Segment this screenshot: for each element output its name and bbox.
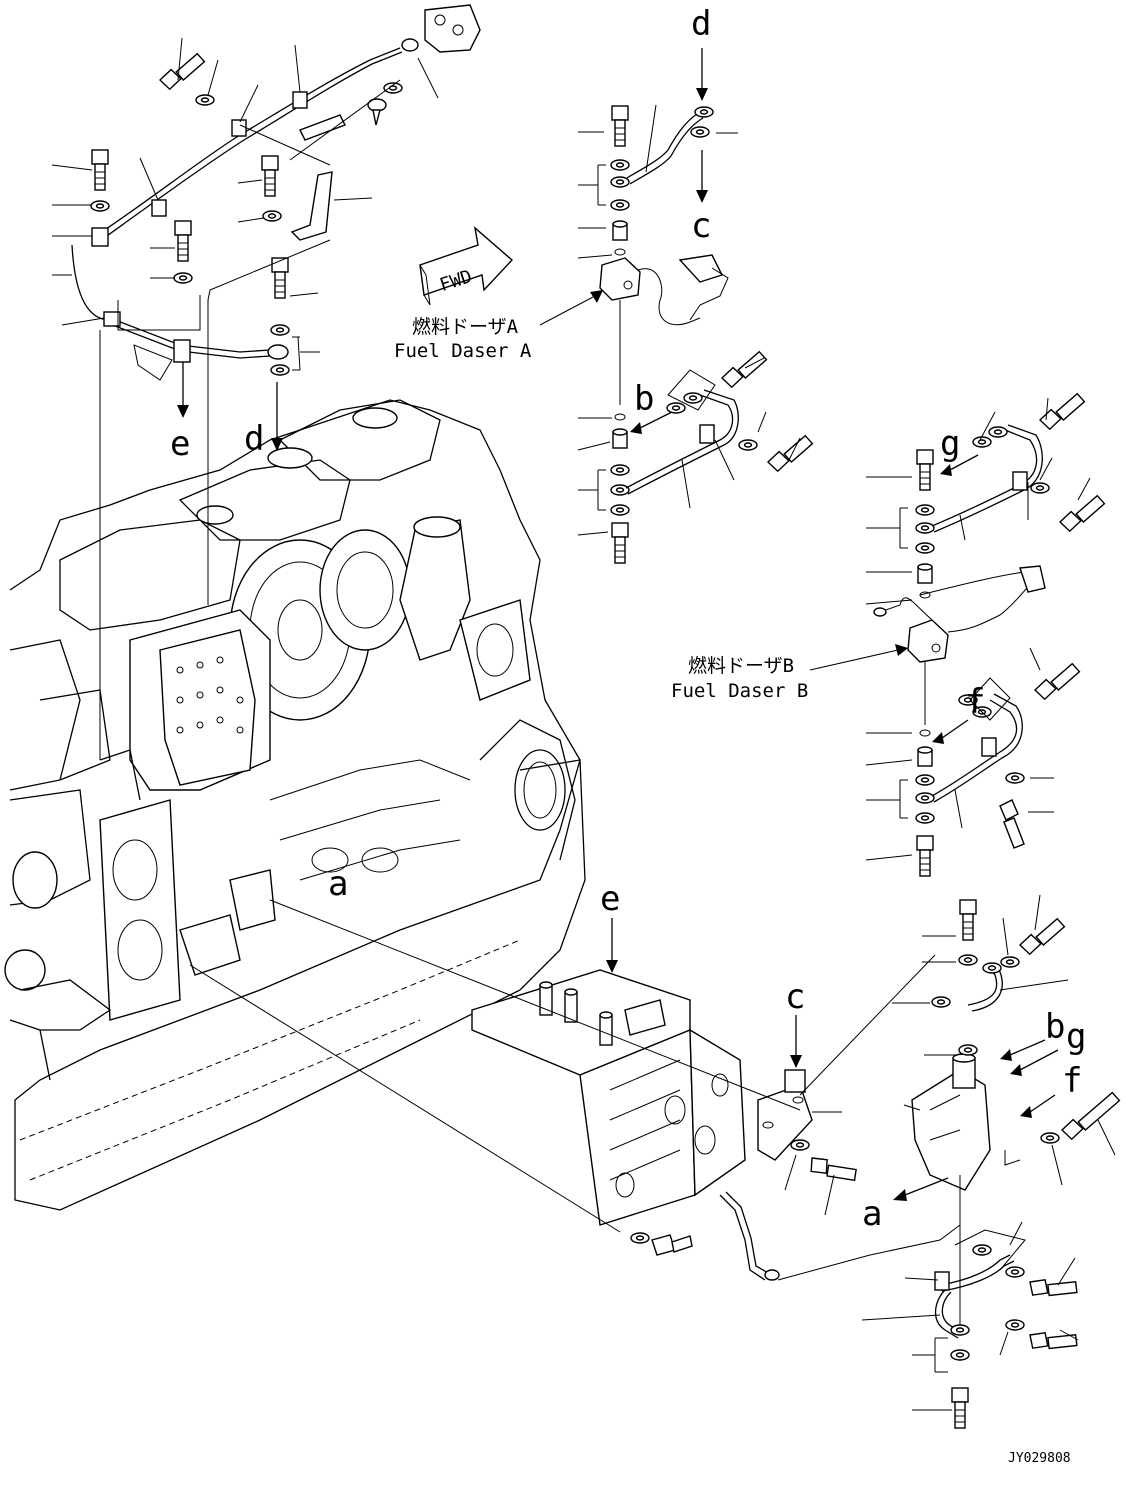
fuel-doser-b-assembly (809, 391, 1110, 877)
callout-b-upper: b (634, 379, 654, 419)
callout-b-lower: b (1045, 1007, 1065, 1047)
callout-letters: e d d c b g f a e c b g f a (170, 4, 1086, 1234)
fuel-doser-b-en-label: Fuel Daser B (671, 680, 808, 702)
callout-f-upper: f (965, 682, 985, 722)
valve-block-assembly (189, 918, 746, 1256)
callout-g-lower: g (1066, 1017, 1086, 1057)
callout-e-block: e (600, 879, 620, 919)
callout-c-lower: c (785, 977, 805, 1017)
lower-bracket-assembly (269, 894, 1121, 1429)
callout-d-upper: d (691, 4, 711, 44)
drawing-code: JY029808 (1008, 1451, 1071, 1466)
engine-assembly (4, 399, 586, 1211)
callout-a-engine: a (328, 864, 348, 904)
fuel-doser-a-jp-label: 燃料ドーザA (412, 316, 519, 338)
callout-d-engine: d (244, 419, 264, 459)
fuel-doser-a-en-label: Fuel Daser A (394, 340, 532, 362)
callout-e-hose: e (170, 424, 190, 464)
captions: 燃料ドーザA Fuel Daser A 燃料ドーザB Fuel Daser B … (394, 316, 1071, 1466)
fuel-doser-b-jp-label: 燃料ドーザB (688, 655, 794, 677)
callout-f-lower: f (1062, 1061, 1082, 1101)
top-hose-assembly (51, 4, 481, 760)
callout-a-bracket: a (862, 1194, 882, 1234)
callout-c-upper: c (691, 206, 711, 246)
fuel-doser-a-assembly (539, 48, 818, 564)
callout-g-upper: g (940, 424, 960, 464)
fwd-arrow: FWD (419, 226, 514, 306)
